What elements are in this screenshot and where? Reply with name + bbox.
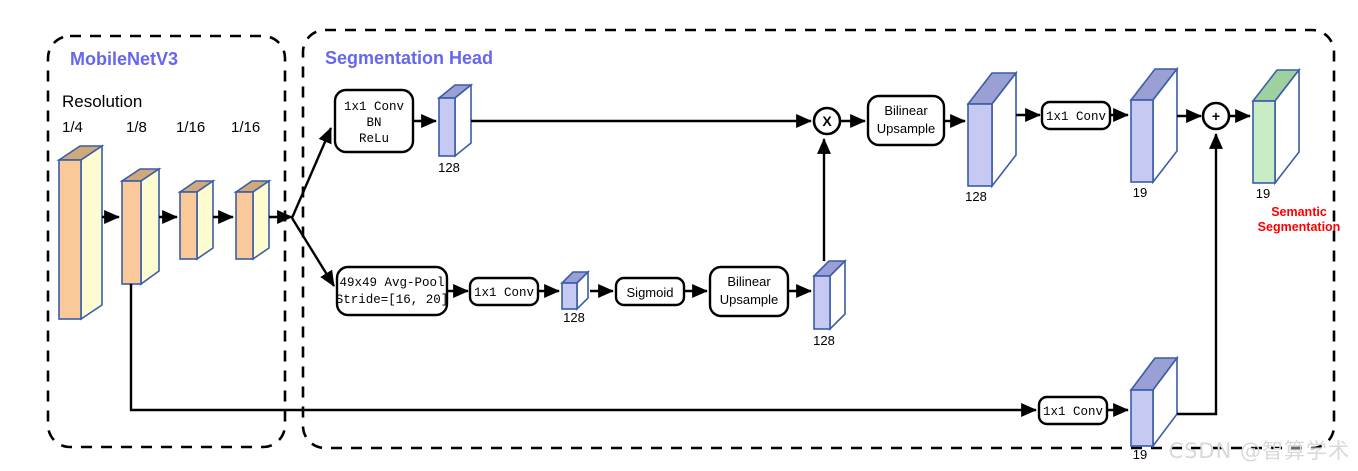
tensor-output19-channels: 19	[1256, 186, 1270, 201]
tensor-pool128-channels: 128	[563, 310, 585, 325]
tensor-output19	[1251, 67, 1301, 186]
conv-bn-relu-line1: 1x1 Conv	[344, 100, 405, 114]
conv-bn-relu-line2: BN	[366, 116, 381, 130]
tensor-up128-channels: 128	[965, 189, 987, 204]
csdn-watermark: CSDN @智算学术	[1168, 439, 1350, 463]
tensor-conv128	[436, 83, 474, 158]
add-node[interactable]	[1201, 101, 1231, 131]
bilinear-upsample-low-line2: Upsample	[720, 292, 779, 307]
wire-stage2-skip-to-convskip	[129, 284, 1037, 417]
head-group-border	[301, 28, 1336, 450]
tensor-logits19	[1129, 66, 1179, 185]
backbone-group-title: MobileNetV3	[70, 49, 178, 69]
backbone-group-border	[46, 34, 287, 449]
avgpool-line1: 49x49 Avg-Pool	[339, 276, 444, 290]
feature-block-stage1	[56, 144, 105, 321]
wire-split-to-avgpool	[290, 217, 336, 287]
conv-bn-relu-line3: ReLu	[359, 132, 389, 146]
multiply-node[interactable]	[812, 106, 842, 136]
tensor-skip19	[1129, 355, 1179, 449]
resolution-tick-3: 1/16	[231, 119, 260, 136]
tensor-skip19-channels: 19	[1133, 447, 1147, 462]
output-label-line1: Semantic	[1271, 205, 1327, 219]
conv-main-label: 1x1 Conv	[1046, 110, 1107, 124]
head-group-title: Segmentation Head	[325, 48, 493, 68]
resolution-tick-1: 1/8	[126, 119, 147, 136]
feature-block-stage4	[233, 179, 272, 261]
add-glyph: +	[1212, 108, 1220, 124]
resolution-tick-2: 1/16	[176, 119, 205, 136]
resolution-heading: Resolution	[62, 92, 142, 111]
avgpool-box[interactable]	[335, 265, 449, 317]
conv-skip-label: 1x1 Conv	[1043, 405, 1104, 419]
tensor-pool128	[560, 270, 590, 311]
tensor-up128	[966, 70, 1018, 189]
avgpool-line2: Stride=[16, 20]	[336, 293, 449, 307]
resolution-tick-0: 1/4	[62, 119, 83, 136]
wire-skip19-to-add	[1177, 133, 1223, 416]
sigmoid-label: Sigmoid	[627, 285, 674, 300]
bilinear-upsample-high-line2: Upsample	[877, 121, 936, 136]
output-label-line2: Segmentation	[1258, 220, 1341, 234]
wire-split-to-convbnrelu	[290, 127, 333, 219]
tensor-mul128	[812, 259, 847, 331]
bilinear-upsample-low-line1: Bilinear	[727, 274, 771, 289]
conv-pool-label: 1x1 Conv	[474, 286, 535, 300]
tensor-conv128-channels: 128	[438, 160, 460, 175]
multiply-glyph: X	[822, 113, 832, 129]
tensor-mul128-channels: 128	[813, 333, 835, 348]
feature-block-stage2	[119, 167, 162, 286]
feature-block-stage3	[177, 179, 216, 261]
bilinear-upsample-high-line1: Bilinear	[884, 103, 928, 118]
tensor-logits19-channels: 19	[1133, 185, 1147, 200]
